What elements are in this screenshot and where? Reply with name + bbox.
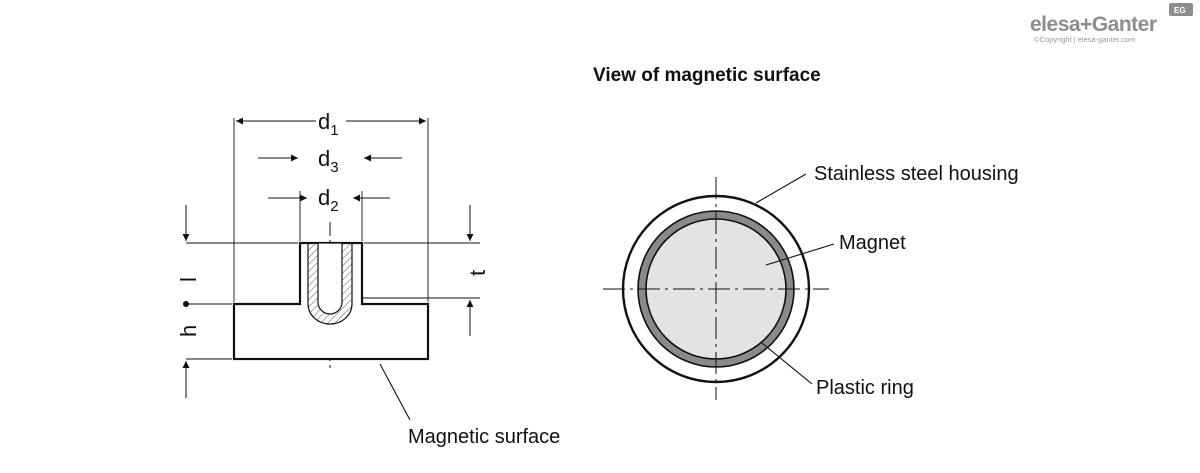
- brand-badge: [1169, 3, 1193, 16]
- brand-logo: elesa+Ganter ©Copyright | elesa-ganter.c…: [1030, 3, 1193, 44]
- dim-t: t: [465, 270, 490, 276]
- label-magnetic-surface: Magnetic surface: [408, 426, 560, 448]
- label-stainless-housing: Stainless steel housing: [814, 163, 1019, 185]
- brand-badge-text: EG: [1174, 6, 1186, 15]
- dim-d3: d3: [318, 146, 339, 176]
- dim-d2: d2: [318, 185, 339, 215]
- ring-leader: [761, 342, 813, 385]
- housing-leader: [755, 173, 807, 204]
- magnet-leader: [765, 243, 835, 266]
- dimension-labels: d1 d3 d2 h l t: [176, 109, 490, 337]
- surface-view: [603, 173, 835, 400]
- magnetic-surface-leader: [379, 363, 411, 421]
- side-view: [182, 117, 480, 421]
- dim-h: h: [176, 325, 201, 337]
- label-magnet: Magnet: [839, 232, 906, 254]
- dim-l: l: [176, 277, 201, 282]
- brand-name: elesa+Ganter: [1030, 13, 1157, 36]
- dim-d1: d1: [318, 109, 339, 139]
- brand-copyright: ©Copyright | elesa-ganter.com: [1034, 35, 1135, 44]
- view-title: View of magnetic surface: [593, 65, 821, 86]
- label-plastic-ring: Plastic ring: [816, 377, 914, 399]
- thread-outline: [307, 243, 353, 325]
- thread-core: [317, 242, 343, 315]
